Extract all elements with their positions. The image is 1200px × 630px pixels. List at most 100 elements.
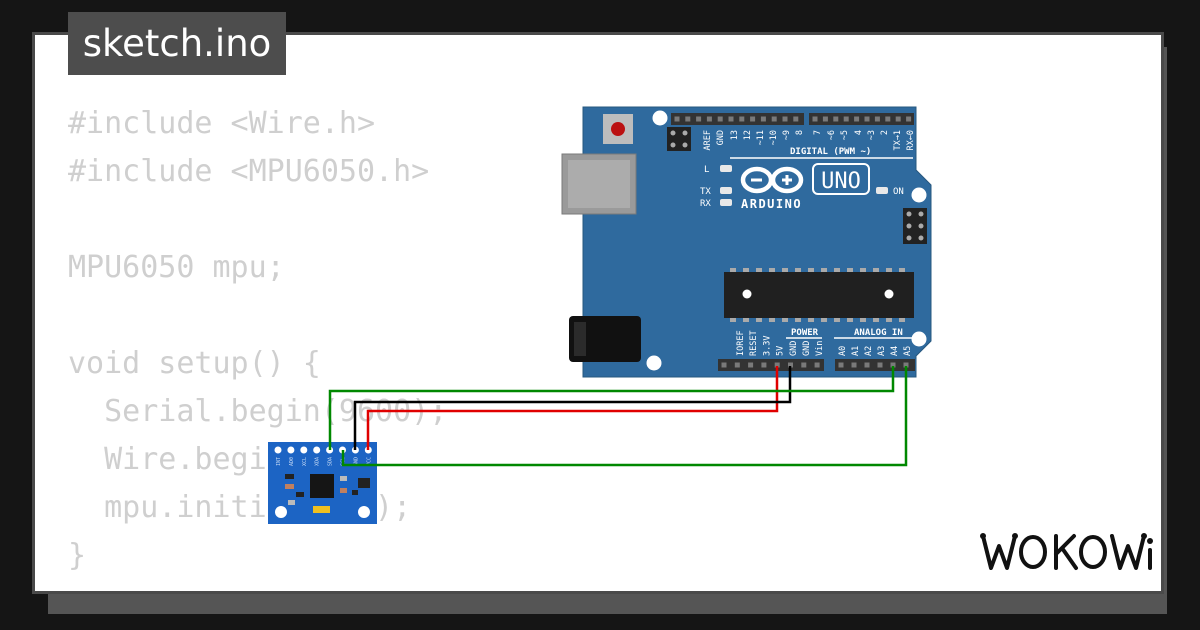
- chip-dot: [884, 289, 894, 299]
- header-pin[interactable]: [788, 362, 793, 368]
- chip-dot: [742, 289, 752, 299]
- mounting-hole: [652, 110, 668, 126]
- analog-header: [835, 359, 915, 371]
- header-pin[interactable]: [822, 116, 828, 122]
- header-pin[interactable]: [906, 116, 912, 122]
- pin-label: A5: [903, 346, 913, 356]
- pin-label: RX←0: [906, 130, 916, 150]
- header-pin[interactable]: [793, 116, 799, 122]
- pin-label: ~11: [756, 130, 766, 145]
- mpu-pin[interactable]: [287, 446, 295, 454]
- header-pin[interactable]: [843, 116, 849, 122]
- mpu-pin[interactable]: [300, 446, 308, 454]
- header-pin[interactable]: [801, 362, 807, 368]
- chip-pins: [730, 268, 905, 322]
- header-pin[interactable]: [851, 362, 857, 368]
- led-tx-label: TX: [700, 187, 711, 197]
- header-pin[interactable]: [903, 362, 909, 368]
- code-line: }: [68, 538, 87, 573]
- led-on: [876, 187, 888, 194]
- header-pin[interactable]: [854, 116, 860, 122]
- reset-button-cap[interactable]: [611, 122, 625, 136]
- header-pin[interactable]: [685, 116, 691, 122]
- header-pin[interactable]: [890, 362, 896, 368]
- wires: [328, 366, 908, 467]
- wire-a5-scl[interactable]: [341, 366, 908, 467]
- header-pin[interactable]: [833, 116, 839, 122]
- led-tx: [720, 187, 732, 194]
- mpu-pin-label: AD0: [289, 457, 295, 466]
- pin-label: 4: [854, 130, 864, 135]
- mpu-pin-label: INT: [276, 457, 282, 466]
- header-pin[interactable]: [734, 362, 740, 368]
- header-pin[interactable]: [864, 116, 870, 122]
- header-pin[interactable]: [721, 362, 727, 368]
- power-jack: [569, 316, 641, 362]
- pin-label: GND: [789, 341, 799, 356]
- arduino-logo-icon: [740, 166, 804, 194]
- pin-label: ~3: [867, 130, 877, 140]
- wire-a4-sda[interactable]: [328, 366, 895, 450]
- board-brand: ARDUINO: [741, 197, 802, 211]
- wire-5v-vcc[interactable]: [366, 366, 779, 450]
- header-pin[interactable]: [838, 362, 844, 368]
- power-label: POWER: [791, 328, 819, 338]
- mpu-pin-label: VCC: [366, 457, 372, 466]
- wire-gnd-gnd[interactable]: [353, 366, 792, 450]
- pin-label: A4: [890, 346, 900, 356]
- header-pin[interactable]: [864, 362, 870, 368]
- mpu-regulator: [358, 478, 370, 488]
- pin-label: 5V: [776, 346, 786, 356]
- uno-badge: [812, 163, 870, 195]
- file-tab[interactable]: sketch.ino: [68, 12, 286, 75]
- pin-label: A3: [877, 346, 887, 356]
- header-pin[interactable]: [674, 116, 680, 122]
- mpu-pin[interactable]: [313, 446, 321, 454]
- header-pin[interactable]: [761, 362, 767, 368]
- pin-label: 8: [795, 130, 805, 135]
- pin-label: A2: [864, 346, 874, 356]
- mpu-pin-label: XCL: [302, 457, 308, 466]
- header-pin[interactable]: [814, 362, 820, 368]
- header-pin[interactable]: [812, 116, 818, 122]
- led-rx: [720, 199, 732, 206]
- header-pin[interactable]: [885, 116, 891, 122]
- mpu-crystal: [313, 506, 330, 513]
- header-pin[interactable]: [706, 116, 712, 122]
- mpu-pin[interactable]: [274, 446, 282, 454]
- header-pin[interactable]: [774, 362, 780, 368]
- pin-label: Vin: [815, 341, 825, 356]
- code-line: #include <Wire.h>: [68, 106, 376, 141]
- header-pin[interactable]: [895, 116, 901, 122]
- header-pin[interactable]: [717, 116, 723, 122]
- pin-label: 12: [743, 130, 753, 140]
- digital-header: [671, 113, 914, 125]
- header-pin[interactable]: [782, 116, 788, 122]
- power-jack-detail: [574, 322, 586, 356]
- header-pin[interactable]: [728, 116, 734, 122]
- pin-label: IOREF: [736, 330, 746, 356]
- pin-label: A0: [838, 346, 848, 356]
- led-l-label: L: [704, 165, 709, 175]
- digital-label: DIGITAL (PWM ~): [790, 147, 871, 157]
- header-pin[interactable]: [748, 362, 754, 368]
- microcontroller-chip: [724, 272, 914, 318]
- usb-connector-inner: [568, 160, 630, 208]
- header-pin[interactable]: [696, 116, 702, 122]
- mpu-pin-label: SDA: [328, 457, 334, 466]
- header-pin[interactable]: [760, 116, 766, 122]
- pin-label: ~5: [840, 130, 850, 140]
- header-pin[interactable]: [874, 116, 880, 122]
- pin-label: GND: [802, 341, 812, 356]
- header-pin[interactable]: [877, 362, 883, 368]
- header-pin[interactable]: [750, 116, 756, 122]
- header-pin[interactable]: [771, 116, 777, 122]
- pin-label: 3.3V: [762, 336, 772, 356]
- led-on-label: ON: [893, 187, 904, 197]
- header-pin[interactable]: [739, 116, 745, 122]
- pin-label: A1: [851, 346, 861, 356]
